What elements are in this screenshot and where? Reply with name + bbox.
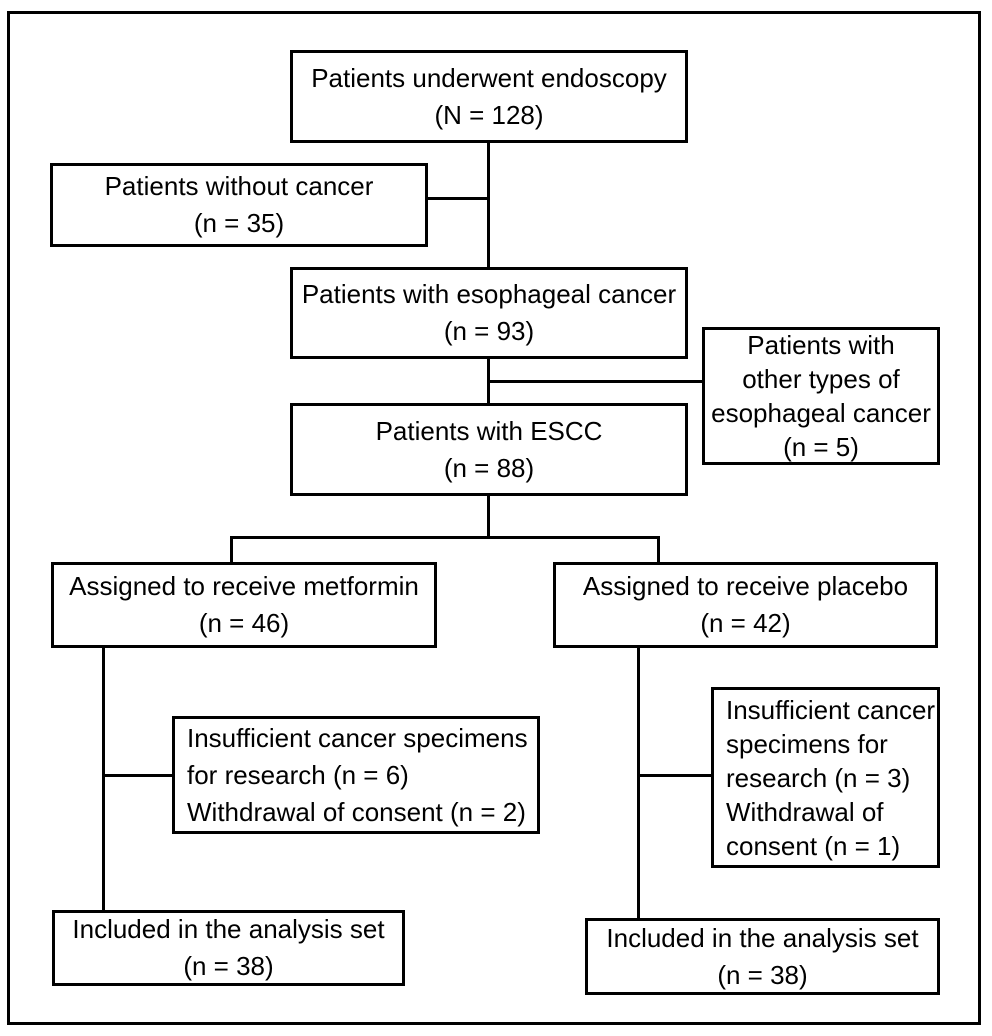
node-placebo-analysis-count: (n = 38) [717, 959, 808, 990]
connector-escc-down-stem [487, 493, 490, 539]
node-metformin-analysis-count: (n = 38) [183, 951, 274, 981]
node-metformin-analysis: Included in the analysis set (n = 38) [52, 910, 405, 986]
node-metformin-arm-count: (n = 46) [198, 608, 290, 638]
node-escc-count: (n = 88) [443, 452, 535, 483]
node-endoscopy-count: (N = 128) [434, 99, 544, 130]
connector-endoscopy-to-esophageal [487, 140, 490, 270]
node-escc: Patients with ESCC (n = 88) [290, 403, 688, 496]
connector-split-to-metformin [230, 536, 233, 565]
node-metformin-excluded-line-1: Insufficient cancer specimens [187, 722, 528, 753]
connector-split-to-placebo [657, 536, 660, 565]
connector-split-horizontal [230, 536, 660, 539]
node-placebo-arm-label: Assigned to receive placebo [582, 571, 909, 601]
node-other-types-label-2: other types of [742, 364, 900, 394]
node-other-types-label-1: Patients with [747, 330, 895, 360]
node-endoscopy-label: Patients underwent endoscopy [311, 62, 667, 93]
node-placebo-analysis-label: Included in the analysis set [606, 922, 919, 953]
node-placebo-excluded-line-4: Withdrawal of [726, 796, 884, 827]
node-endoscopy: Patients underwent endoscopy (N = 128) [290, 50, 688, 143]
node-metformin-analysis-label: Included in the analysis set [72, 914, 385, 944]
node-escc-label: Patients with ESCC [375, 415, 603, 446]
connector-metformin-to-analysis [102, 645, 105, 913]
node-metformin-excluded: Insufficient cancer specimens for resear… [172, 716, 540, 834]
node-placebo-excluded-line-2: specimens for [726, 728, 888, 759]
connector-without-cancer-branch [425, 197, 490, 200]
node-metformin-arm: Assigned to receive metformin (n = 46) [51, 562, 437, 648]
node-metformin-excluded-line-2: for research (n = 6) [187, 759, 409, 790]
node-placebo-excluded-line-1: Insufficient cancer [726, 694, 936, 725]
node-other-types-count: (n = 5) [783, 432, 859, 462]
node-esophageal-cancer: Patients with esophageal cancer (n = 93) [290, 267, 688, 359]
node-placebo-arm: Assigned to receive placebo (n = 42) [553, 562, 938, 648]
node-placebo-analysis: Included in the analysis set (n = 38) [585, 918, 940, 995]
node-other-types-label-3: esophageal cancer [711, 398, 931, 428]
node-other-types: Patients with other types of esophageal … [702, 327, 940, 465]
diagram-outer-border [7, 11, 981, 1025]
node-metformin-excluded-line-3: Withdrawal of consent (n = 2) [187, 796, 526, 827]
node-without-cancer-label: Patients without cancer [104, 171, 374, 201]
connector-metformin-excluded-branch [102, 774, 175, 777]
connector-placebo-to-analysis [637, 645, 640, 921]
node-without-cancer: Patients without cancer (n = 35) [50, 163, 428, 247]
node-placebo-arm-count: (n = 42) [700, 608, 791, 638]
node-placebo-excluded-line-5: consent (n = 1) [726, 830, 901, 861]
node-esophageal-cancer-label: Patients with esophageal cancer [301, 279, 677, 309]
node-without-cancer-count: (n = 35) [193, 208, 285, 238]
node-metformin-arm-label: Assigned to receive metformin [69, 571, 419, 601]
node-esophageal-cancer-count: (n = 93) [443, 316, 535, 346]
connector-other-types-branch [487, 380, 705, 383]
connector-placebo-excluded-branch [637, 774, 715, 777]
node-placebo-excluded: Insufficient cancer specimens for resear… [711, 687, 940, 868]
node-placebo-excluded-line-3: research (n = 3) [726, 762, 911, 793]
